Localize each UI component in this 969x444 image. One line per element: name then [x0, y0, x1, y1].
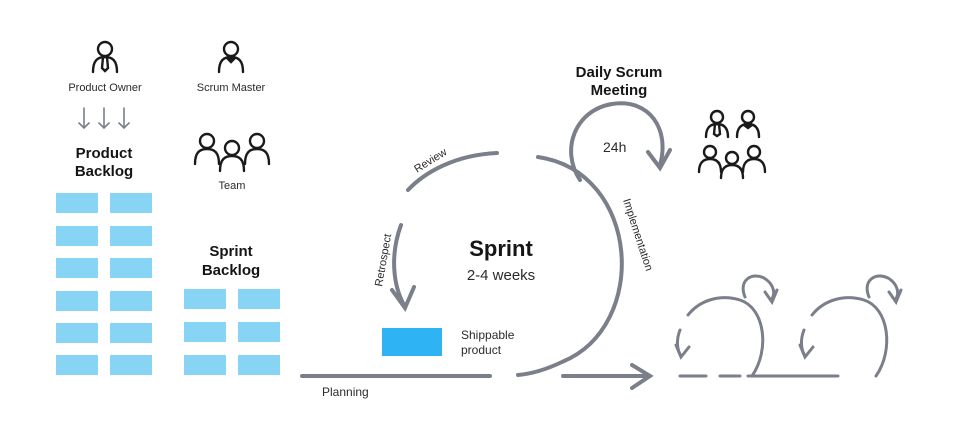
sprint-cycle-arc — [516, 155, 624, 377]
backlog-card — [56, 291, 98, 311]
sprint-backlog-cards — [184, 289, 280, 375]
daily-scrum-loop — [569, 101, 665, 182]
retrospect-label: Retrospect — [373, 233, 394, 287]
daily-cycle-label: 24h — [603, 139, 626, 155]
product-backlog-title-line2: Backlog — [75, 163, 133, 180]
product-backlog-cards — [56, 193, 152, 375]
shippable-product-box — [382, 328, 442, 356]
backlog-card — [110, 355, 152, 375]
team-label: Team — [219, 180, 246, 192]
backlog-card — [56, 355, 98, 375]
sprint-card — [238, 355, 280, 375]
retrospect-arrow-icon — [390, 285, 416, 313]
team-icon — [193, 132, 271, 173]
down-arrows-icon — [78, 107, 130, 130]
repeat-cycle-1 — [674, 274, 779, 378]
next-sprint-arrow-icon — [561, 363, 654, 390]
sprint-card — [184, 322, 226, 342]
sprint-card — [238, 322, 280, 342]
retrospect-arc — [392, 223, 406, 307]
sprint-card — [184, 289, 226, 309]
implementation-label: Implementation — [620, 197, 655, 272]
shippable-label-line1: Shippable — [461, 328, 515, 342]
daily-scrum-arrow-icon — [646, 148, 672, 172]
sprint-backlog-title-line2: Backlog — [202, 262, 260, 279]
backlog-card — [56, 258, 98, 278]
backlog-card — [110, 258, 152, 278]
product-owner-label: Product Owner — [68, 82, 142, 94]
product-backlog-title-line1: Product — [76, 145, 133, 162]
product-owner-icon — [91, 40, 119, 74]
backlog-card — [110, 291, 152, 311]
sprint-duration: 2-4 weeks — [467, 267, 535, 284]
sprint-card — [184, 355, 226, 375]
sprint-title: Sprint — [469, 236, 533, 261]
shippable-label-line2: product — [461, 343, 502, 357]
sprint-card — [238, 289, 280, 309]
planning-label: Planning — [322, 385, 369, 399]
scrum-master-icon — [217, 40, 245, 74]
meeting-people-icon — [697, 109, 767, 180]
sprint-backlog-title-line1: Sprint — [209, 243, 252, 260]
backlog-card — [56, 323, 98, 343]
backlog-card — [56, 226, 98, 246]
scrum-master-label: Scrum Master — [197, 82, 266, 94]
repeat-cycle-2 — [746, 274, 903, 378]
backlog-card — [110, 226, 152, 246]
backlog-card — [110, 193, 152, 213]
daily-scrum-title-line1: Daily Scrum — [576, 64, 663, 81]
daily-scrum-title-line2: Meeting — [591, 82, 648, 99]
review-arc — [406, 151, 499, 192]
backlog-card — [56, 193, 98, 213]
backlog-card — [110, 323, 152, 343]
